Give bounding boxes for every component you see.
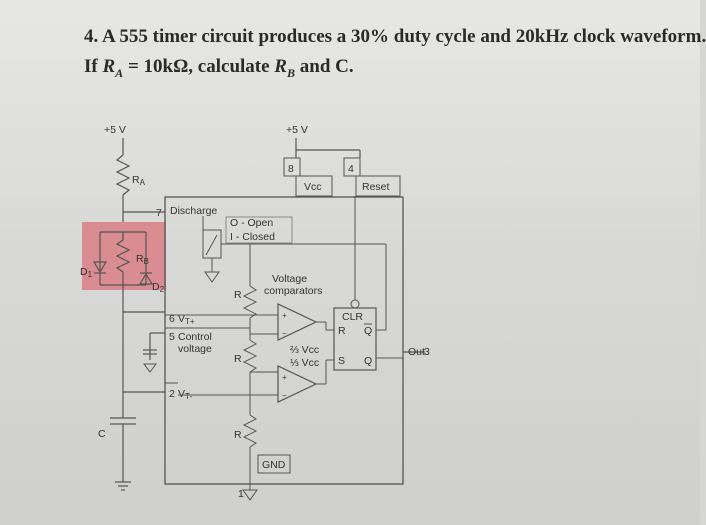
closed-label: I - Closed (230, 231, 275, 243)
voltage-label: voltage (178, 343, 212, 355)
pin4-label: 4 (348, 163, 354, 175)
svg-text:−: − (282, 329, 287, 338)
one-third-label: ⅓ Vcc (290, 357, 319, 369)
pin2-label: 2 (169, 388, 175, 400)
question-line-1: 4. A 555 timer circuit produces a 30% du… (84, 26, 706, 47)
latch-q-label: Q (364, 355, 372, 367)
pin6-label: 6 (169, 313, 175, 325)
diode-d2 (138, 272, 154, 285)
discharge-label: Discharge (170, 205, 217, 217)
resistor-ra (115, 154, 131, 196)
ic-body (164, 196, 404, 485)
r3-label: R (234, 429, 242, 441)
pin3-label: 3 (424, 346, 430, 358)
supply-right-label: +5 V (286, 124, 308, 136)
pin7-label: 7 (156, 207, 162, 219)
resistor-rb (115, 232, 131, 285)
rb-label: RB (136, 253, 149, 266)
r2-label: R (234, 353, 242, 365)
vcc-label: Vcc (304, 181, 322, 193)
reset-label: Reset (362, 181, 390, 193)
voltage-comp-label: Voltage (272, 273, 307, 285)
vt-minus-label: VT- (178, 388, 192, 401)
highlight-box (82, 222, 166, 290)
flip-flop (333, 307, 377, 371)
d1-label: D1 (80, 266, 93, 279)
supply-left-label: +5 V (104, 124, 126, 136)
two-thirds-label: ⅔ Vcc (290, 344, 319, 356)
latch-qbar-label: Q (364, 325, 372, 337)
open-label: O - Open (230, 217, 273, 229)
latch-s-label: S (338, 355, 345, 367)
comparators-label: comparators (264, 285, 322, 297)
vt-plus-label: VT+ (178, 313, 195, 326)
diode-d1 (92, 261, 108, 274)
control-label: Control (178, 331, 212, 343)
question-line-2: If RA = 10kΩ, calculate RB and C. (84, 56, 354, 80)
svg-text:+: + (282, 373, 287, 382)
comparator-upper (277, 303, 318, 341)
out-label: Out (408, 346, 425, 358)
pin5-label: 5 (169, 331, 175, 343)
c-label: C (98, 428, 106, 440)
gnd-label: GND (262, 459, 286, 471)
svg-text:+: + (282, 311, 287, 320)
d2-label: D2 (152, 281, 165, 294)
svg-text:−: − (282, 391, 287, 400)
r1-label: R (234, 289, 242, 301)
pin8-label: 8 (288, 163, 294, 175)
pin1-label: 1 (238, 488, 244, 500)
ra-label: RA (132, 174, 146, 187)
latch-r-label: R (338, 325, 346, 337)
question-text: 4. A 555 timer circuit produces a 30% du… (84, 22, 706, 88)
comparator-lower (277, 365, 318, 403)
clr-label: CLR (342, 311, 363, 323)
